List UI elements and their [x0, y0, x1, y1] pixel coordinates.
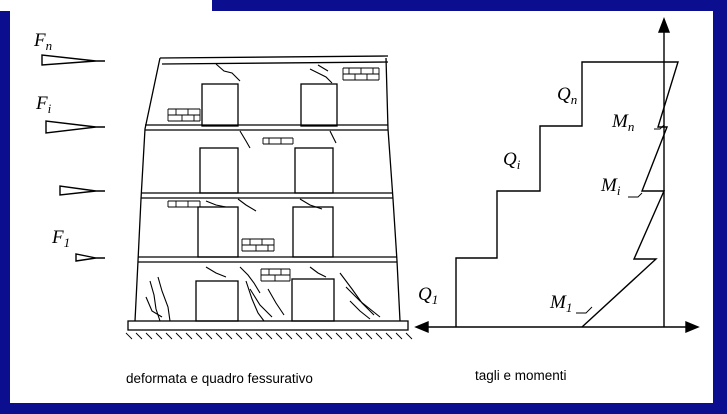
shear-moment-diagram: [414, 17, 700, 334]
floor-slab-3: [145, 124, 388, 131]
force-arrows: [41, 54, 105, 262]
vertical-axis-arrow: [657, 17, 671, 33]
label-q-1: Q1: [418, 284, 438, 307]
force-arrow-mid: [59, 185, 105, 196]
slide-tab: [0, 0, 212, 11]
structural-diagram: Fn Fi F1: [33, 17, 700, 340]
building-left-wall: [134, 57, 161, 322]
floor-slab-2: [141, 192, 393, 199]
label-m-n: Mn: [611, 111, 634, 134]
moment-zigzag-line: [581, 61, 679, 328]
figure-panel: Fn Fi F1: [10, 11, 713, 403]
foundation: [127, 320, 409, 331]
label-f-1: F1: [51, 227, 70, 250]
window-top-left: [201, 83, 239, 127]
caption-left: deformata e quadro fessurativo: [126, 371, 313, 386]
shear-step-line: [455, 61, 664, 327]
window-3-left: [199, 147, 239, 194]
label-q-i: Qi: [503, 149, 521, 172]
label-m-1: M1: [549, 292, 572, 315]
force-arrow-n: [41, 54, 105, 66]
floor-slab-1: [138, 256, 397, 263]
label-q-n: Qn: [557, 84, 577, 107]
caption-right: tagli e momenti: [475, 368, 567, 383]
label-m-i: Mi: [600, 175, 621, 198]
force-arrow-i: [45, 120, 105, 134]
brick-patches: [167, 67, 380, 282]
cracks: [145, 63, 381, 322]
window-3-right: [294, 147, 334, 194]
roof-slab: [159, 55, 389, 65]
window-1-right: [291, 278, 335, 322]
label-f-i: Fi: [35, 93, 52, 116]
window-2-left: [197, 206, 239, 258]
window-1-left: [195, 280, 239, 322]
baseline-arrow-left: [414, 320, 429, 334]
force-arrow-1: [75, 253, 105, 262]
baseline-arrow-right: [685, 320, 700, 334]
ground-hatch: [125, 332, 413, 340]
building-drawing: [125, 55, 413, 340]
window-2-right: [292, 206, 334, 258]
building-right-wall: [385, 57, 401, 322]
moment-leaders: [576, 124, 665, 314]
window-top-right: [300, 83, 338, 127]
label-f-n: Fn: [33, 30, 52, 53]
